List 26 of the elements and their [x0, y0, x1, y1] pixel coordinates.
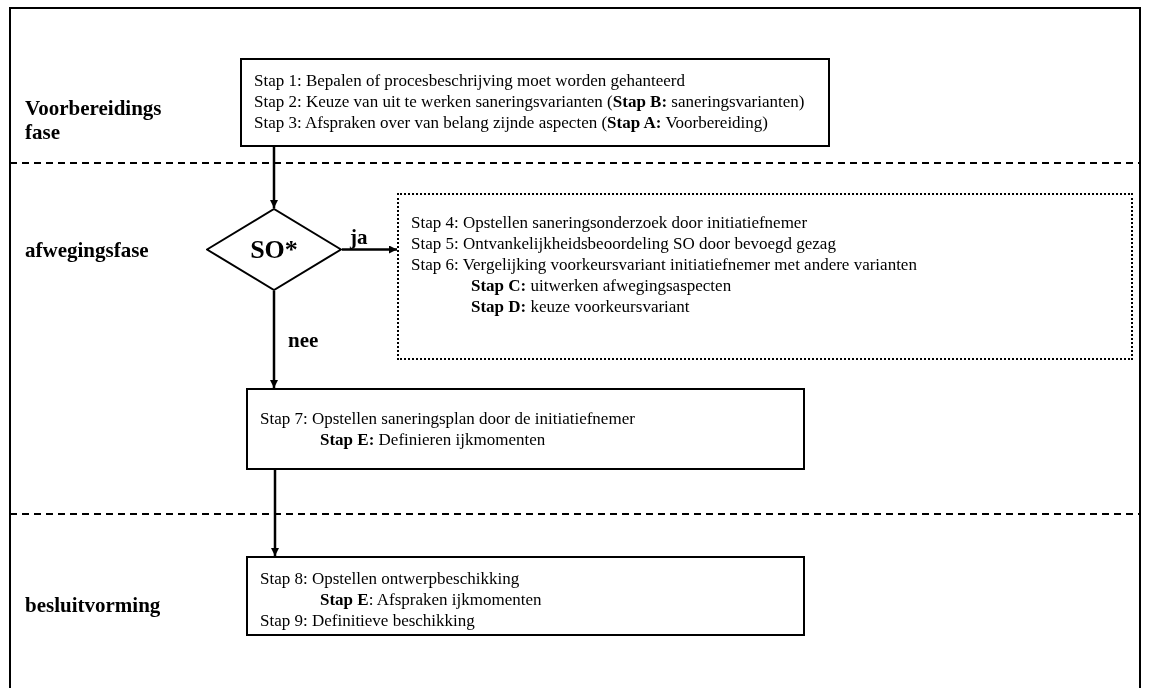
phase-label: afwegingsfase [25, 238, 149, 262]
step-text: Stap 7: Opstellen saneringsplan door de initiatiefnemer [260, 408, 635, 429]
step-text: Stap E: Afspraken ijkmomenten [320, 589, 542, 610]
phase-label: Voorbereidings fase [25, 96, 163, 144]
step-text: Stap 2: Keuze van uit te werken saneringsvarianten (Stap B: saneringsvarianten) [254, 91, 805, 112]
step-text: Stap 1: Bepalen of procesbeschrijving moet worden gehanteerd [254, 70, 685, 91]
step-text: Stap 6: Vergelijking voorkeursvariant initiatiefnemer met andere varianten [411, 254, 917, 275]
step-text: Stap 8: Opstellen ontwerpbeschikking [260, 568, 520, 589]
arrow [270, 147, 278, 208]
decision-diamond [206, 208, 342, 291]
step-text: Stap C: uitwerken afwegingsaspecten [471, 275, 732, 296]
process-box [246, 556, 805, 636]
step-text: Stap E: Definieren ijkmomenten [320, 429, 546, 450]
arrow [271, 470, 279, 556]
phase-label: besluitvorming [25, 593, 161, 617]
decision-label: SO* [250, 235, 298, 264]
step-text: Stap 3: Afspraken over van belang zijnde aspecten (Stap A: Voorbereiding) [254, 112, 768, 133]
arrow [270, 291, 278, 388]
step-text: Stap 5: Ontvankelijkheidsbeoordeling SO door bevoegd gezag [411, 233, 836, 254]
step-text: Stap D: keuze voorkeursvariant [471, 296, 690, 317]
step-text: Stap 4: Opstellen saneringsonderzoek door initiatiefnemer [411, 212, 808, 233]
process-box [397, 193, 1133, 360]
process-box [246, 388, 805, 470]
arrow [342, 245, 397, 254]
step-text: Stap 9: Definitieve beschikking [260, 610, 475, 631]
process-box [240, 58, 830, 147]
